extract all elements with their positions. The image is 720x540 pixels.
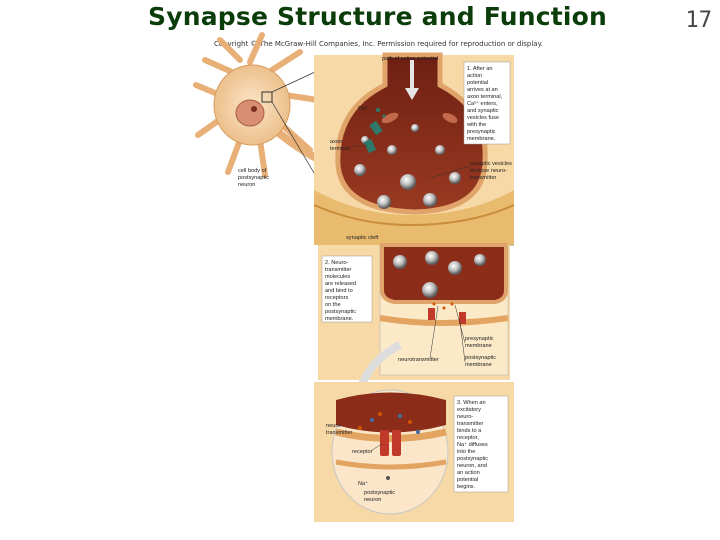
label-receptor: receptor (352, 449, 373, 455)
label-synaptic-vesicles-2: enclose neuro- (470, 168, 507, 174)
step-3-line: binds to a (457, 428, 482, 434)
label-postsynaptic-neuron-2: neuron (364, 497, 381, 503)
label-neurotransmitter: neurotransmitter (398, 357, 439, 363)
label-cell-body-1: cell body of (238, 168, 267, 174)
step-1-line: vesicles fuse (467, 115, 499, 121)
step-1-line: with the (466, 122, 486, 128)
step-3-line: begins. (457, 484, 475, 490)
step-1-line: presynaptic (467, 129, 496, 135)
label-sodium: Na⁺ (358, 480, 368, 487)
step-2-line: on the (325, 302, 341, 308)
diagram-labels: path of action potential Ca²⁺ axon termi… (238, 56, 512, 503)
step-1-line: 1. After an (467, 66, 493, 72)
step-2-line: 2. Neuro- (325, 260, 348, 266)
step-1-line: Ca²⁺ enters, (467, 100, 498, 107)
label-postsynaptic-membrane-2: membrane (465, 362, 492, 368)
label-axon-terminal-1: axon (330, 139, 342, 145)
label-cell-body-3: neuron (238, 182, 255, 188)
label-presynaptic-membrane-1: presynaptic (465, 336, 494, 342)
step-2-line: transmitter (325, 267, 352, 273)
label-presynaptic-membrane-2: membrane (465, 343, 492, 349)
step-3-line: excitatory (457, 407, 481, 413)
step-2-line: receptors (325, 295, 349, 301)
step-1-box: 1. After an action potential arrives at … (463, 61, 511, 145)
step-2-line: and bind to (325, 288, 353, 294)
step-3-line: neuro- (457, 414, 473, 420)
label-path-of-action-potential: path of action potential (382, 56, 438, 62)
step-3-line: potential (457, 477, 478, 483)
step-3-line: Na⁺ diffuses (457, 441, 488, 448)
label-cell-body-2: postsynaptic (238, 175, 269, 181)
step-3-line: postsynaptic (457, 456, 488, 462)
label-postsynaptic-membrane-1: postsynaptic (465, 355, 496, 361)
step-3-line: transmitter (457, 421, 484, 427)
label-axon-terminal-2: terminal (330, 146, 350, 152)
step-1-line: arrives at an (467, 87, 498, 93)
step-3-line: an action (457, 470, 480, 476)
label-synaptic-vesicles-1: synaptic vesicles (470, 161, 512, 167)
step-2-line: are released (325, 281, 356, 287)
slide-number: 17 (685, 8, 713, 33)
label-neurotransmitter-bottom-1: neuro- (326, 423, 342, 429)
step-2-line: membrane. (325, 316, 354, 322)
step-3-box: 3. When an excitatory neuro- transmitter… (453, 395, 509, 493)
step-1-line: action (467, 73, 482, 79)
step-2-line: molecules (325, 274, 350, 280)
label-synaptic-cleft: synaptic cleft (346, 235, 379, 241)
step-1-line: membrane. (467, 136, 496, 142)
label-synaptic-vesicles-3: transmitter (470, 175, 497, 181)
copyright-notice: Copyright © The McGraw-Hill Companies, I… (214, 40, 543, 48)
slide-title: Synapse Structure and Function (148, 2, 608, 31)
step-3-line: neuron, and (457, 463, 487, 469)
step-1-line: potential (467, 80, 488, 86)
panel-2 (318, 243, 510, 402)
step-3-line: receptor, (457, 435, 479, 441)
step-2-line: postsynaptic (325, 309, 356, 315)
label-postsynaptic-neuron-1: postsynaptic (364, 490, 395, 496)
step-1-line: axon terminal, (467, 94, 503, 100)
step-3-line: 3. When an (457, 400, 486, 406)
step-2-box: 2. Neuro- transmitter molecules are rele… (321, 255, 373, 323)
label-neurotransmitter-bottom-2: transmitter (326, 430, 353, 436)
label-calcium: Ca²⁺ (358, 105, 370, 112)
step-1-line: and synaptic (467, 108, 499, 114)
step-3-line: into the (457, 449, 475, 455)
